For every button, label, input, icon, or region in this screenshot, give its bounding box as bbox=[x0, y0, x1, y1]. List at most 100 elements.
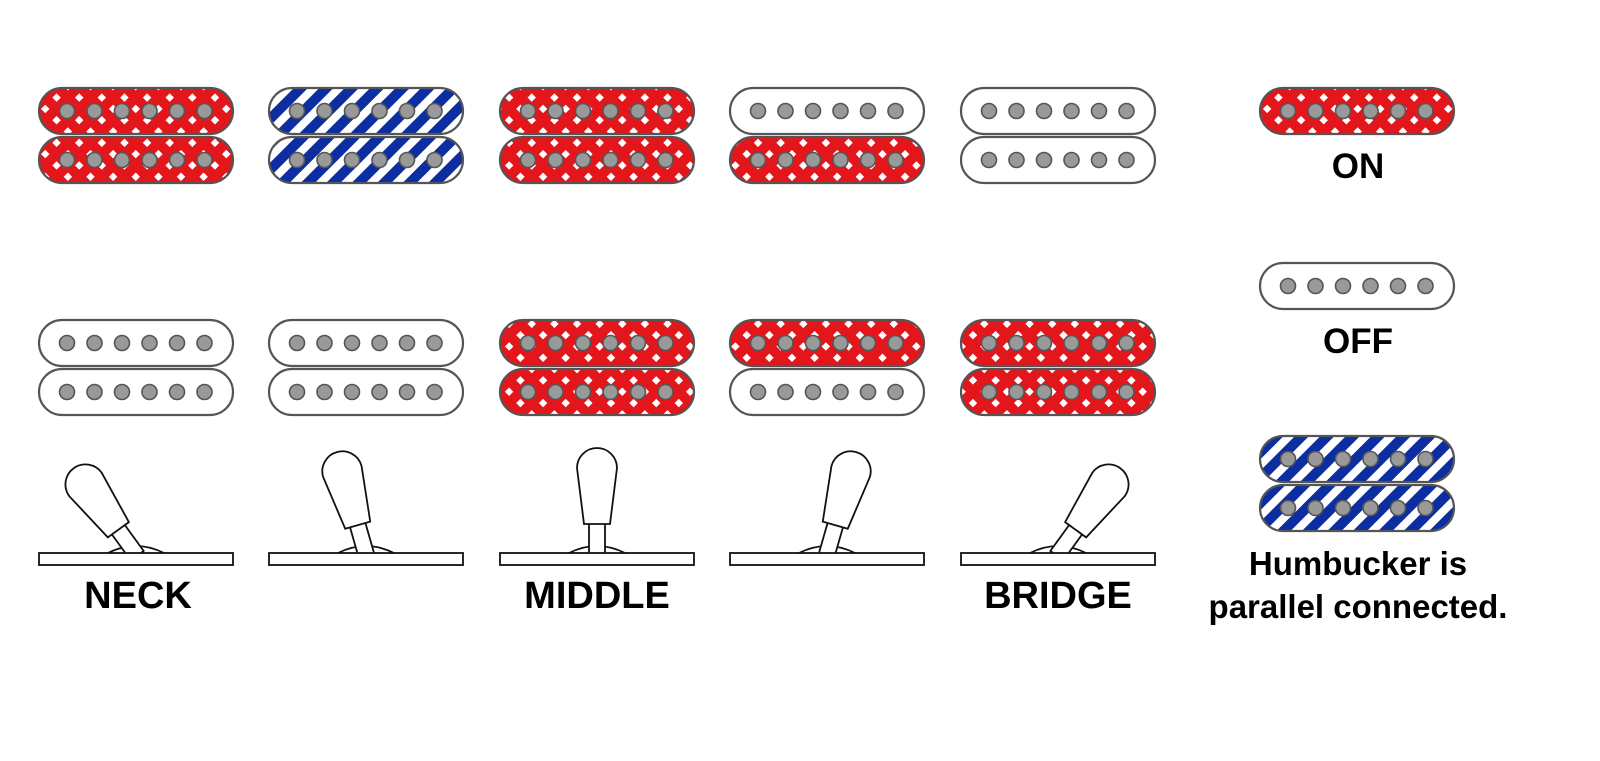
pickup-coil-parallel bbox=[267, 86, 465, 136]
pole-piece bbox=[398, 102, 416, 120]
switch-lever bbox=[576, 447, 618, 557]
pickup-coil-parallel bbox=[267, 135, 465, 185]
pickup-coil-on bbox=[37, 86, 235, 136]
pole-piece bbox=[1334, 102, 1352, 120]
pickup-coil-on bbox=[498, 135, 696, 185]
pole-piece bbox=[1362, 102, 1379, 120]
pole-piece bbox=[371, 102, 388, 120]
pole-piece bbox=[1118, 334, 1135, 352]
pole-piece bbox=[316, 151, 333, 169]
pole-piece bbox=[1063, 151, 1080, 169]
pole-piece bbox=[168, 334, 186, 352]
pickup-coil-on bbox=[959, 367, 1157, 417]
pickup-coil-on bbox=[498, 367, 696, 417]
pole-piece bbox=[86, 334, 103, 352]
pole-piece bbox=[141, 102, 158, 120]
switch-position-5 bbox=[959, 86, 1157, 566]
legend-parallel bbox=[1258, 434, 1456, 533]
selector-switch-middle-bridge bbox=[729, 450, 925, 566]
pole-piece bbox=[86, 151, 103, 169]
pole-piece bbox=[196, 102, 213, 120]
pole-piece bbox=[1008, 383, 1025, 401]
lever-tip bbox=[64, 463, 131, 539]
pole-piece bbox=[288, 102, 306, 120]
pole-piece bbox=[1090, 151, 1108, 169]
pickup-coil-off bbox=[37, 318, 235, 368]
pole-piece bbox=[547, 102, 564, 120]
pole-piece bbox=[1090, 334, 1108, 352]
pole-piece bbox=[371, 383, 388, 401]
pickup-coil-on bbox=[498, 86, 696, 136]
lower-humbucker bbox=[37, 318, 235, 417]
legend bbox=[1258, 86, 1456, 533]
pickup-coil-off bbox=[728, 86, 926, 136]
pole-piece bbox=[1035, 151, 1053, 169]
pole-piece bbox=[398, 151, 416, 169]
lever-stem bbox=[588, 519, 606, 557]
pole-piece bbox=[519, 383, 537, 401]
pole-piece bbox=[1389, 102, 1407, 120]
pole-piece bbox=[859, 383, 877, 401]
pole-piece bbox=[1118, 383, 1135, 401]
pole-piece bbox=[113, 151, 131, 169]
lever-tip bbox=[1063, 463, 1130, 539]
pole-piece bbox=[288, 334, 306, 352]
selector-switch-middle bbox=[499, 447, 695, 566]
pole-piece bbox=[168, 102, 186, 120]
switch-lever bbox=[64, 463, 145, 562]
pole-piece bbox=[629, 102, 647, 120]
selector-switch-neck-middle bbox=[268, 450, 464, 566]
pole-piece bbox=[288, 151, 306, 169]
pole-piece bbox=[1035, 383, 1053, 401]
pole-piece bbox=[343, 102, 361, 120]
pole-piece bbox=[832, 383, 849, 401]
switch-position-4 bbox=[728, 86, 926, 566]
pole-piece bbox=[602, 383, 619, 401]
pole-piece bbox=[804, 334, 822, 352]
pickup-coil-off bbox=[1258, 261, 1456, 311]
pole-piece bbox=[629, 151, 647, 169]
switch-base bbox=[268, 552, 464, 566]
lever-tip bbox=[821, 450, 872, 530]
pole-piece bbox=[980, 334, 998, 352]
pole-piece bbox=[86, 383, 103, 401]
lever-tip bbox=[576, 447, 618, 525]
pole-piece bbox=[371, 151, 388, 169]
lower-humbucker bbox=[267, 318, 465, 417]
pole-piece bbox=[547, 334, 564, 352]
pole-piece bbox=[141, 151, 158, 169]
pole-piece bbox=[859, 151, 877, 169]
pole-piece bbox=[602, 102, 619, 120]
switch-position-1 bbox=[37, 86, 235, 566]
pole-piece bbox=[657, 102, 674, 120]
pole-piece bbox=[777, 151, 794, 169]
pole-piece bbox=[168, 383, 186, 401]
selector-switch-neck bbox=[38, 463, 234, 566]
pole-piece bbox=[887, 334, 904, 352]
pole-piece bbox=[1389, 499, 1407, 517]
pole-piece bbox=[426, 102, 443, 120]
switch-position-2 bbox=[267, 86, 465, 566]
pole-piece bbox=[1008, 102, 1025, 120]
legend-off-label: OFF bbox=[1323, 322, 1393, 361]
pole-piece bbox=[1090, 383, 1108, 401]
pickup-coil-on bbox=[959, 318, 1157, 368]
pickup-coil-off bbox=[959, 86, 1157, 136]
pole-piece bbox=[371, 334, 388, 352]
pole-piece bbox=[602, 334, 619, 352]
pole-piece bbox=[1307, 499, 1324, 517]
pole-piece bbox=[547, 151, 564, 169]
switch-base bbox=[499, 552, 695, 566]
pickup-coil-off bbox=[267, 367, 465, 417]
legend-on bbox=[1258, 86, 1456, 136]
switch-base bbox=[729, 552, 925, 566]
pole-piece bbox=[316, 102, 333, 120]
pole-piece bbox=[859, 334, 877, 352]
position-label-middle: MIDDLE bbox=[524, 575, 670, 617]
pole-piece bbox=[1063, 102, 1080, 120]
pole-piece bbox=[113, 334, 131, 352]
pickup-coil-on bbox=[728, 318, 926, 368]
pole-piece bbox=[426, 151, 443, 169]
pole-piece bbox=[1417, 102, 1434, 120]
